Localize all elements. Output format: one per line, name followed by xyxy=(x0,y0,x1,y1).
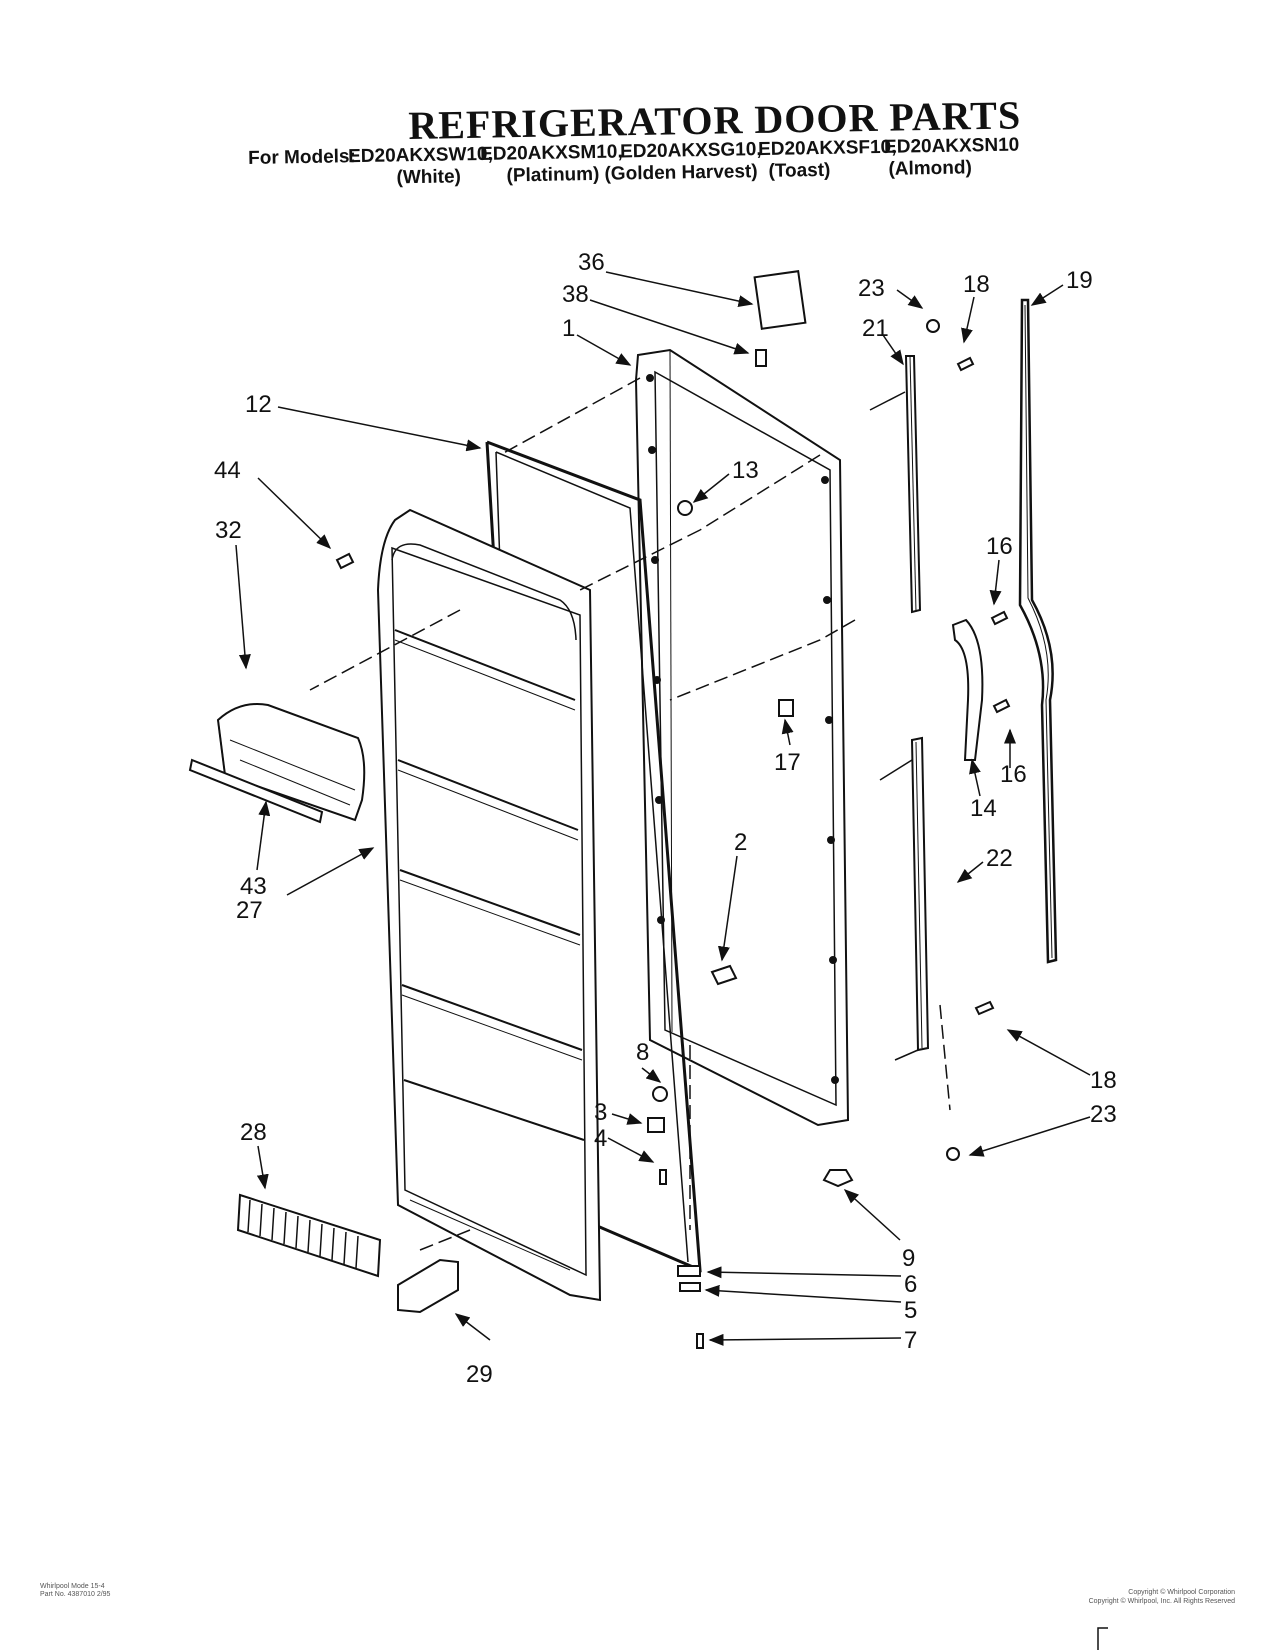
callout-17: 17 xyxy=(774,749,801,776)
leader-lines xyxy=(235,271,1091,1346)
footer-right: Copyright © Whirlpool Corporation Copyri… xyxy=(1040,1588,1235,1606)
callout-23-upper: 23 xyxy=(858,275,885,302)
callout-1: 1 xyxy=(562,315,575,342)
callout-7: 7 xyxy=(904,1327,917,1354)
clip-17 xyxy=(778,699,794,717)
callout-23-lower: 23 xyxy=(1090,1101,1117,1128)
hardware-parts xyxy=(335,270,1011,1349)
callout-27: 27 xyxy=(236,897,263,924)
dairy-door-32 xyxy=(216,703,366,822)
callout-21: 21 xyxy=(862,315,889,342)
callout-29: 29 xyxy=(466,1361,493,1388)
screw-16-upper xyxy=(990,610,1009,626)
door-gasket xyxy=(485,440,702,1273)
callout-14: 14 xyxy=(970,795,997,822)
footer-left: Whirlpool Mode 15-4 Part No. 4387010 2/9… xyxy=(40,1583,110,1599)
callout-18-lower: 18 xyxy=(1090,1067,1117,1094)
callout-36: 36 xyxy=(578,249,605,276)
handle-trim-lower xyxy=(879,736,930,1061)
callout-16-upper: 16 xyxy=(986,533,1013,560)
cam-8 xyxy=(652,1086,668,1102)
screw-18-upper xyxy=(956,356,975,372)
label-36 xyxy=(753,270,807,330)
callout-3: 3 xyxy=(594,1099,607,1126)
handle-trim-upper xyxy=(869,355,922,614)
stop-2 xyxy=(710,964,738,986)
explode-lines xyxy=(309,377,951,1251)
callout-22: 22 xyxy=(986,845,1013,872)
footer-left-line: Whirlpool Mode 15-4 xyxy=(40,1583,105,1590)
inner-door-liner xyxy=(376,508,602,1302)
footer-right-line: Copyright © Whirlpool Corporation xyxy=(1128,1589,1235,1596)
trim-strip-43 xyxy=(188,758,324,824)
screw-4 xyxy=(659,1169,667,1185)
callout-2: 2 xyxy=(734,829,747,856)
bushing-3 xyxy=(647,1117,665,1133)
callout-12: 12 xyxy=(245,391,272,418)
shim-5 xyxy=(679,1282,701,1292)
callout-4: 4 xyxy=(594,1125,607,1152)
glide-9 xyxy=(822,1169,854,1188)
footer-left-line: Part No. 4387010 2/95 xyxy=(40,1591,111,1598)
nut-23-upper xyxy=(926,319,940,333)
handle-bracket xyxy=(951,618,984,761)
label-38 xyxy=(755,349,767,367)
bracket-29 xyxy=(397,1258,459,1314)
corner-mark xyxy=(1097,1627,1108,1650)
screw-18-lower xyxy=(974,1000,995,1016)
callout-43: 43 xyxy=(240,873,267,900)
callout-16-lower: 16 xyxy=(1000,761,1027,788)
callout-numbers: 36 38 1 12 44 32 13 23 18 19 21 16 17 16… xyxy=(214,249,1117,1388)
door-handle xyxy=(1018,298,1058,964)
nut-23-lower xyxy=(946,1147,960,1161)
callout-28: 28 xyxy=(240,1119,267,1146)
callout-9: 9 xyxy=(902,1245,915,1272)
kick-plate-28 xyxy=(236,1193,382,1278)
screw-16-lower xyxy=(992,698,1011,714)
callout-19: 19 xyxy=(1066,267,1093,294)
hinge-6 xyxy=(677,1265,701,1277)
callout-18-upper: 18 xyxy=(963,271,990,298)
screw-44 xyxy=(335,552,355,570)
plug-13 xyxy=(677,500,693,516)
callout-32: 32 xyxy=(215,517,242,544)
footer-right-line: Copyright © Whirlpool, Inc. All Rights R… xyxy=(1088,1598,1235,1605)
callout-6: 6 xyxy=(904,1271,917,1298)
callout-44: 44 xyxy=(214,457,241,484)
callout-5: 5 xyxy=(904,1297,917,1324)
screw-7 xyxy=(696,1333,704,1349)
callout-38: 38 xyxy=(562,281,589,308)
callout-8: 8 xyxy=(636,1039,649,1066)
callout-13: 13 xyxy=(732,457,759,484)
